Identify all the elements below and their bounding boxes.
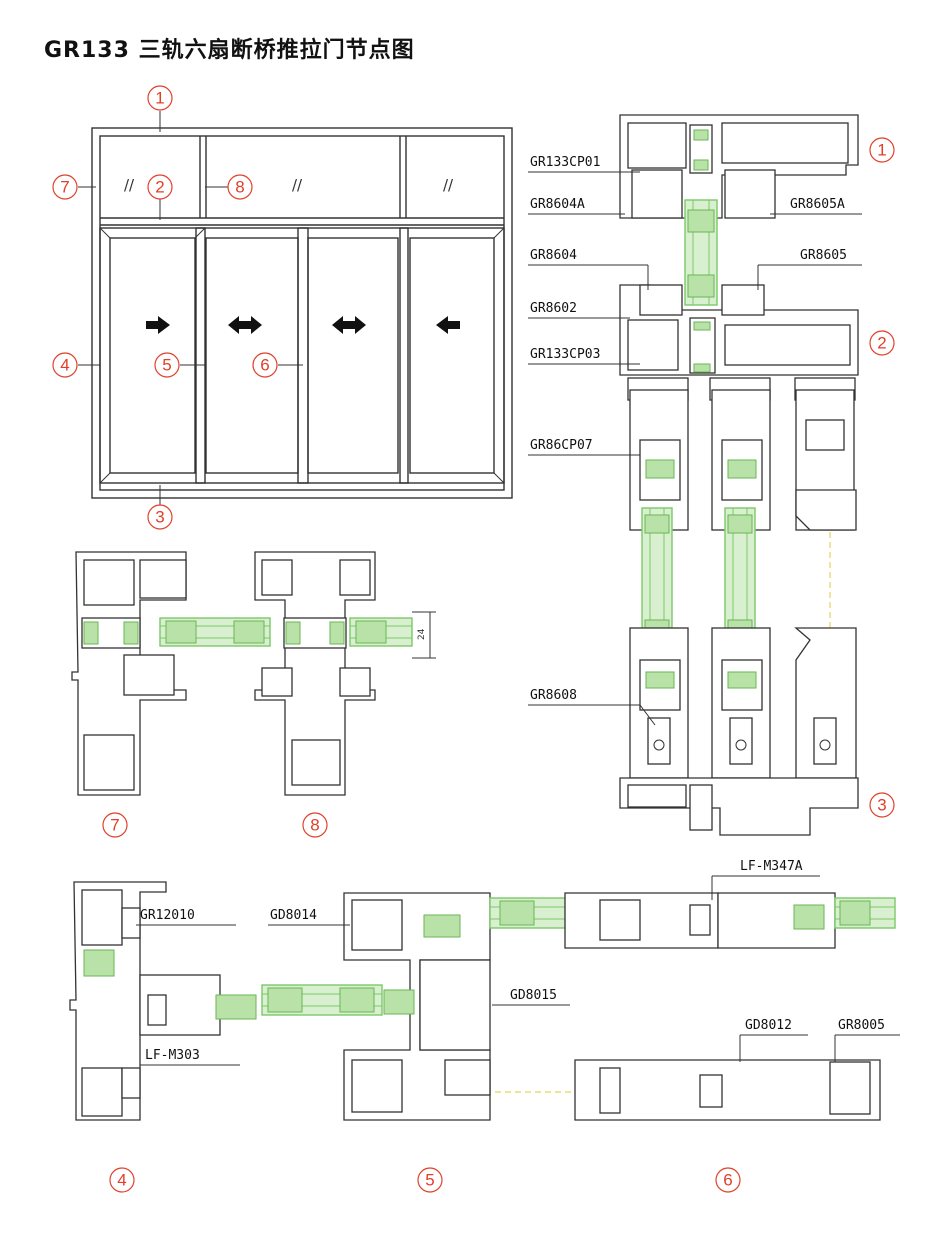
glass-pane [349,617,413,647]
marker-number: 7 [110,816,119,835]
marker-number: 6 [723,1171,732,1190]
sliding-panel [399,227,505,484]
dimension-value: 24 [417,628,427,640]
double-arrow-icon [332,316,366,334]
sliding-panel [195,227,309,484]
marker: 2 [869,330,895,356]
glass-mark: // [292,176,303,194]
marker: 5 [417,1167,443,1193]
marker-number: 5 [162,356,171,375]
marker: 4 [109,1167,135,1193]
dimension-line: 24 [412,611,436,659]
part-label: GR8605A [790,197,845,212]
marker-number: 4 [60,356,69,375]
elevation-view: // // // [78,111,513,505]
sliding-panel [99,227,206,484]
marker: 7 [52,174,78,200]
marker-number: 6 [260,356,269,375]
marker: 7 [102,812,128,838]
marker-number: 4 [117,1171,126,1190]
part-label: GR8602 [530,301,577,316]
glass-pane [261,984,383,1016]
marker-number: 8 [310,816,319,835]
marker: 3 [147,504,173,530]
marker: 3 [869,792,895,818]
part-label: GR8604 [530,248,577,263]
part-label: GR8604A [530,197,585,212]
marker-number: 1 [155,89,164,108]
marker: 8 [302,812,328,838]
section-6 [564,892,881,1121]
glass-mark: // [124,176,135,194]
marker: 1 [147,85,173,111]
sliding-panel [297,227,409,484]
part-label: GR133CP03 [530,347,600,362]
marker: 4 [52,352,78,378]
section-7 [71,551,187,796]
marker: 5 [154,352,180,378]
glass-pane [834,897,896,929]
double-arrow-icon [228,316,262,334]
arrow-left-icon [436,316,460,334]
page-title: GR133 三轨六扇断桥推拉门节点图 [44,38,415,63]
marker: 6 [715,1167,741,1193]
section-4 [69,881,257,1121]
marker: 1 [869,137,895,163]
part-label: LF-M347A [740,859,803,874]
arrow-right-icon [146,316,170,334]
marker-number: 8 [235,178,244,197]
marker: 8 [227,174,253,200]
part-label: GR8005 [838,1018,885,1033]
marker-number: 5 [425,1171,434,1190]
glass-pane [159,617,271,647]
part-label: GD8012 [745,1018,792,1033]
part-label: GR133CP01 [530,155,600,170]
vertical-section [619,114,859,836]
section-8 [254,551,376,796]
part-label: GR8608 [530,688,577,703]
part-label: GD8014 [270,908,317,923]
marker: 2 [147,174,173,200]
glass-mark: // [443,176,454,194]
marker-number: 2 [877,334,886,353]
section-5 [343,892,491,1121]
leader-lines [528,171,862,726]
part-label: LF-M303 [145,1048,200,1063]
marker-number: 2 [155,178,164,197]
part-label: GR8605 [800,248,847,263]
marker-number: 3 [155,508,164,527]
part-label: GD8015 [510,988,557,1003]
part-label: GR12010 [140,908,195,923]
marker-number: 7 [60,178,69,197]
part-label: GR86CP07 [530,438,593,453]
marker: 6 [252,352,278,378]
marker-number: 3 [877,796,886,815]
marker-number: 1 [877,141,886,160]
leader-lines [136,875,900,1066]
